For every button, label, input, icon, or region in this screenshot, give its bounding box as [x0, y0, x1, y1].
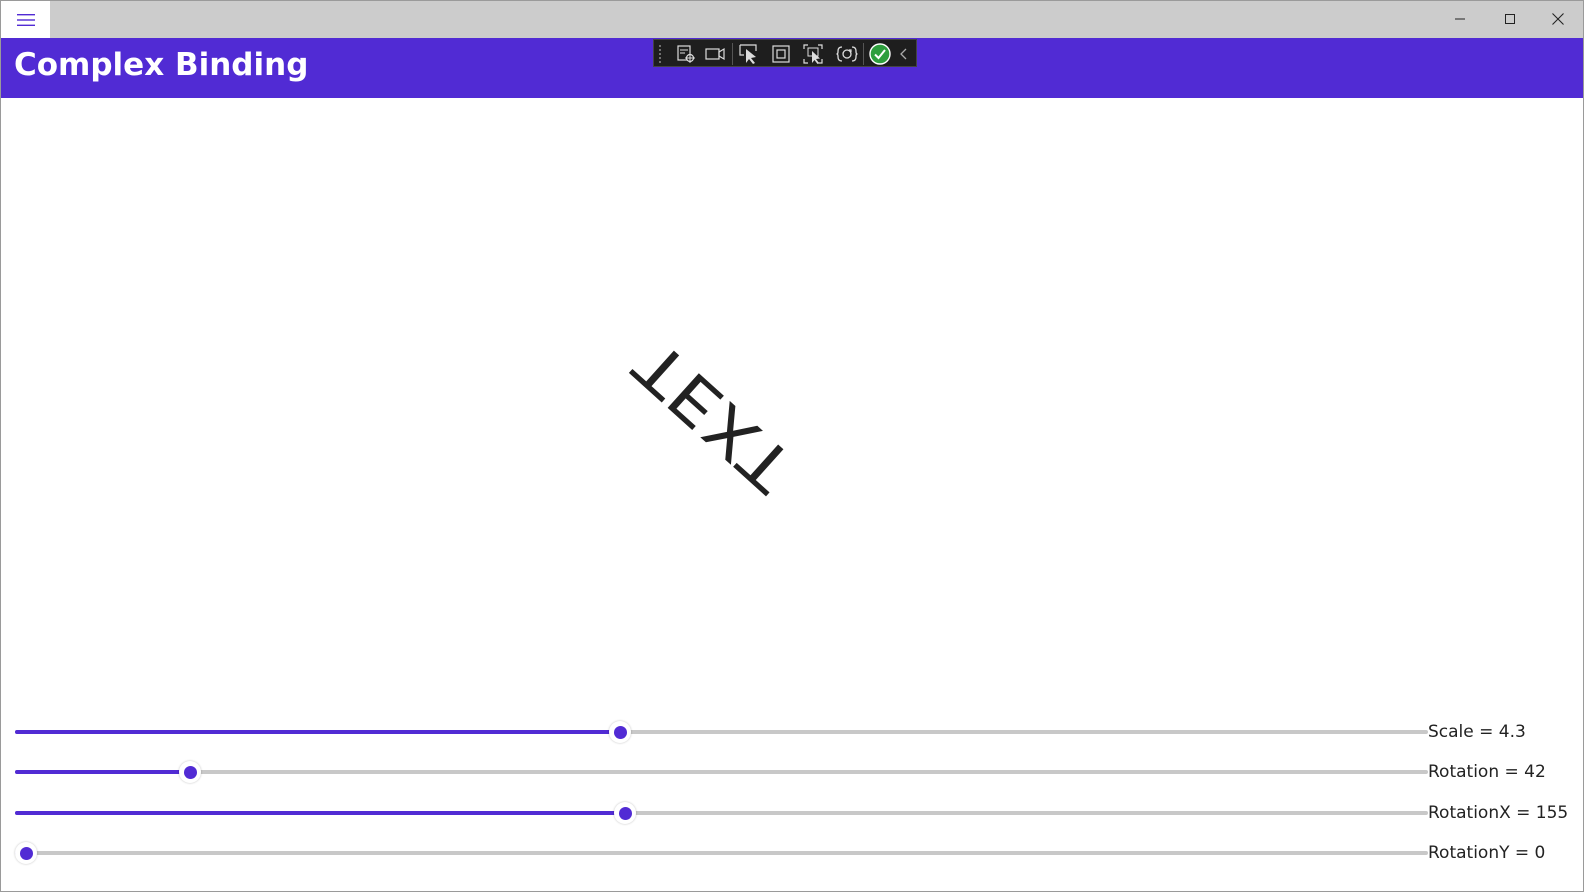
live-visual-tree-button[interactable]	[674, 42, 698, 66]
rotation-x-slider[interactable]	[15, 811, 1428, 815]
transformed-label: TEXT	[621, 326, 809, 506]
rotation-y-slider-row: RotationY = 0	[15, 833, 1567, 873]
slider-fill	[15, 730, 620, 734]
collapse-toolbar-button[interactable]	[895, 42, 913, 66]
toolbar-separator	[863, 43, 864, 65]
hot-reload-status-button[interactable]	[868, 42, 892, 66]
rotation-y-slider-thumb[interactable]	[15, 842, 37, 864]
live-visual-tree-icon	[677, 45, 695, 63]
title-bar[interactable]	[1, 1, 1583, 38]
display-layout-adorners-icon	[772, 45, 790, 63]
maximize-button[interactable]	[1486, 1, 1534, 37]
scale-slider[interactable]	[15, 730, 1428, 734]
hot-reload-button[interactable]	[835, 42, 859, 66]
rotation-slider-row: Rotation = 42	[15, 752, 1567, 792]
hamburger-menu-icon	[16, 13, 35, 26]
rotation-x-slider-row: RotationX = 155	[15, 793, 1569, 833]
xaml-debug-toolbar[interactable]	[653, 39, 917, 67]
scale-slider-row: Scale = 4.3	[15, 712, 1567, 752]
rotation-label: Rotation = 42	[1428, 762, 1546, 782]
slider-fill	[15, 811, 625, 815]
rotation-y-label: RotationY = 0	[1428, 843, 1546, 863]
toolbar-grip-handle[interactable]	[658, 44, 662, 64]
maximize-icon	[1505, 14, 1515, 24]
close-button[interactable]	[1534, 1, 1582, 37]
close-icon	[1552, 13, 1564, 25]
track-focused-element-icon	[803, 44, 823, 64]
video-camera-icon	[705, 47, 725, 61]
slider-fill	[15, 770, 190, 774]
rotation-slider[interactable]	[15, 770, 1428, 774]
collapse-toolbar-chevron-icon	[900, 48, 907, 60]
scale-label: Scale = 4.3	[1428, 722, 1526, 742]
select-element-icon	[739, 44, 757, 64]
page-title: Complex Binding	[14, 47, 309, 83]
minimize-button[interactable]	[1436, 1, 1484, 37]
rotation-y-slider[interactable]	[15, 851, 1428, 855]
select-element-button[interactable]	[737, 42, 761, 66]
display-adorners-button[interactable]	[769, 42, 793, 66]
scale-slider-thumb[interactable]	[609, 721, 631, 743]
minimize-icon	[1455, 18, 1465, 20]
content-area: TEXT Scale = 4.3 Rotation = 42 RotationX…	[1, 98, 1583, 891]
hot-reload-status-check-icon	[869, 43, 891, 65]
rotation-slider-thumb[interactable]	[179, 761, 201, 783]
toolbar-separator	[732, 43, 733, 65]
hamburger-menu-button[interactable]	[1, 1, 50, 38]
track-focus-button[interactable]	[801, 42, 825, 66]
rotation-x-slider-thumb[interactable]	[614, 802, 636, 824]
rotation-x-label: RotationX = 155	[1428, 803, 1569, 823]
hot-reload-icon	[836, 46, 858, 62]
record-button[interactable]	[703, 42, 727, 66]
